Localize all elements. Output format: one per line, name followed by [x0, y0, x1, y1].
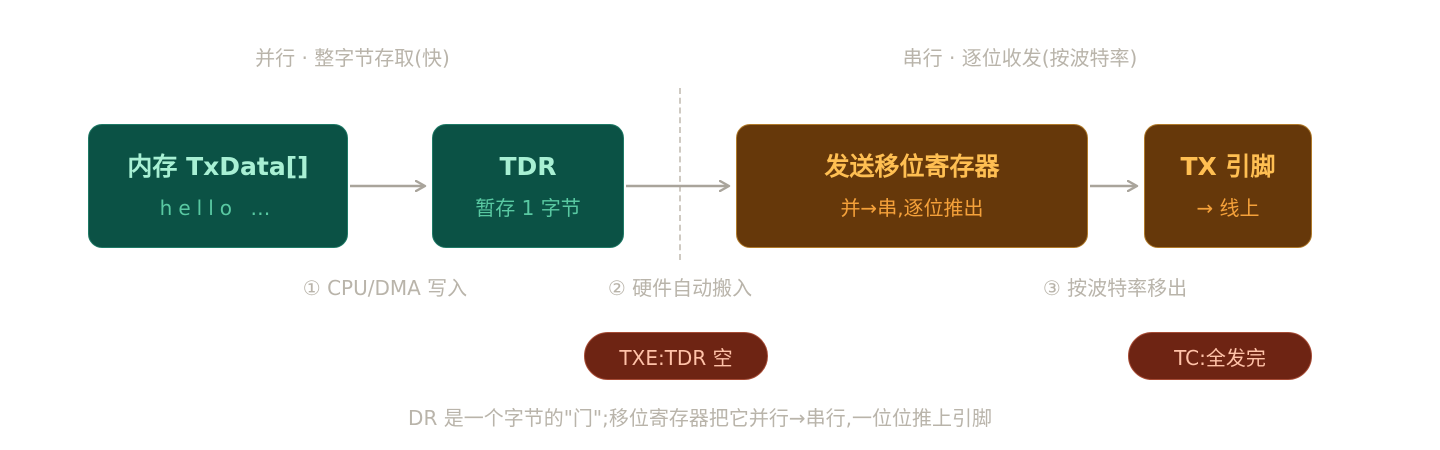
- tx-pin-title: TX 引脚: [1180, 152, 1276, 181]
- memory-box: 内存 TxData[] hello …: [88, 124, 348, 248]
- parallel-section-label: 并行 · 整字节存取(快): [255, 46, 450, 70]
- txe-flag-badge: TXE:TDR 空: [584, 332, 768, 380]
- tc-flag-badge: TC:全发完: [1128, 332, 1312, 380]
- tx-pin-subtitle: → 线上: [1196, 196, 1260, 220]
- tx-pin-box: TX 引脚 → 线上: [1144, 124, 1312, 248]
- parallel-serial-divider: [679, 88, 681, 260]
- step-3-label: ③ 按波特率移出: [1042, 276, 1188, 300]
- shift-register-title: 发送移位寄存器: [824, 152, 1000, 181]
- tdr-subtitle: 暂存 1 字节: [475, 196, 581, 220]
- tdr-box: TDR 暂存 1 字节: [432, 124, 624, 248]
- step-1-label: ① CPU/DMA 写入: [302, 276, 468, 300]
- memory-title: 内存 TxData[]: [127, 152, 309, 181]
- shift-register-subtitle: 并→串,逐位推出: [840, 196, 984, 220]
- tdr-title: TDR: [499, 152, 557, 181]
- serial-section-label: 串行 · 逐位收发(按波特率): [902, 46, 1138, 70]
- memory-subtitle: hello …: [159, 196, 277, 220]
- step-2-label: ② 硬件自动搬入: [607, 276, 753, 300]
- footer-caption: DR 是一个字节的"门";移位寄存器把它并行→串行,一位位推上引脚: [408, 406, 992, 430]
- shift-register-box: 发送移位寄存器 并→串,逐位推出: [736, 124, 1088, 248]
